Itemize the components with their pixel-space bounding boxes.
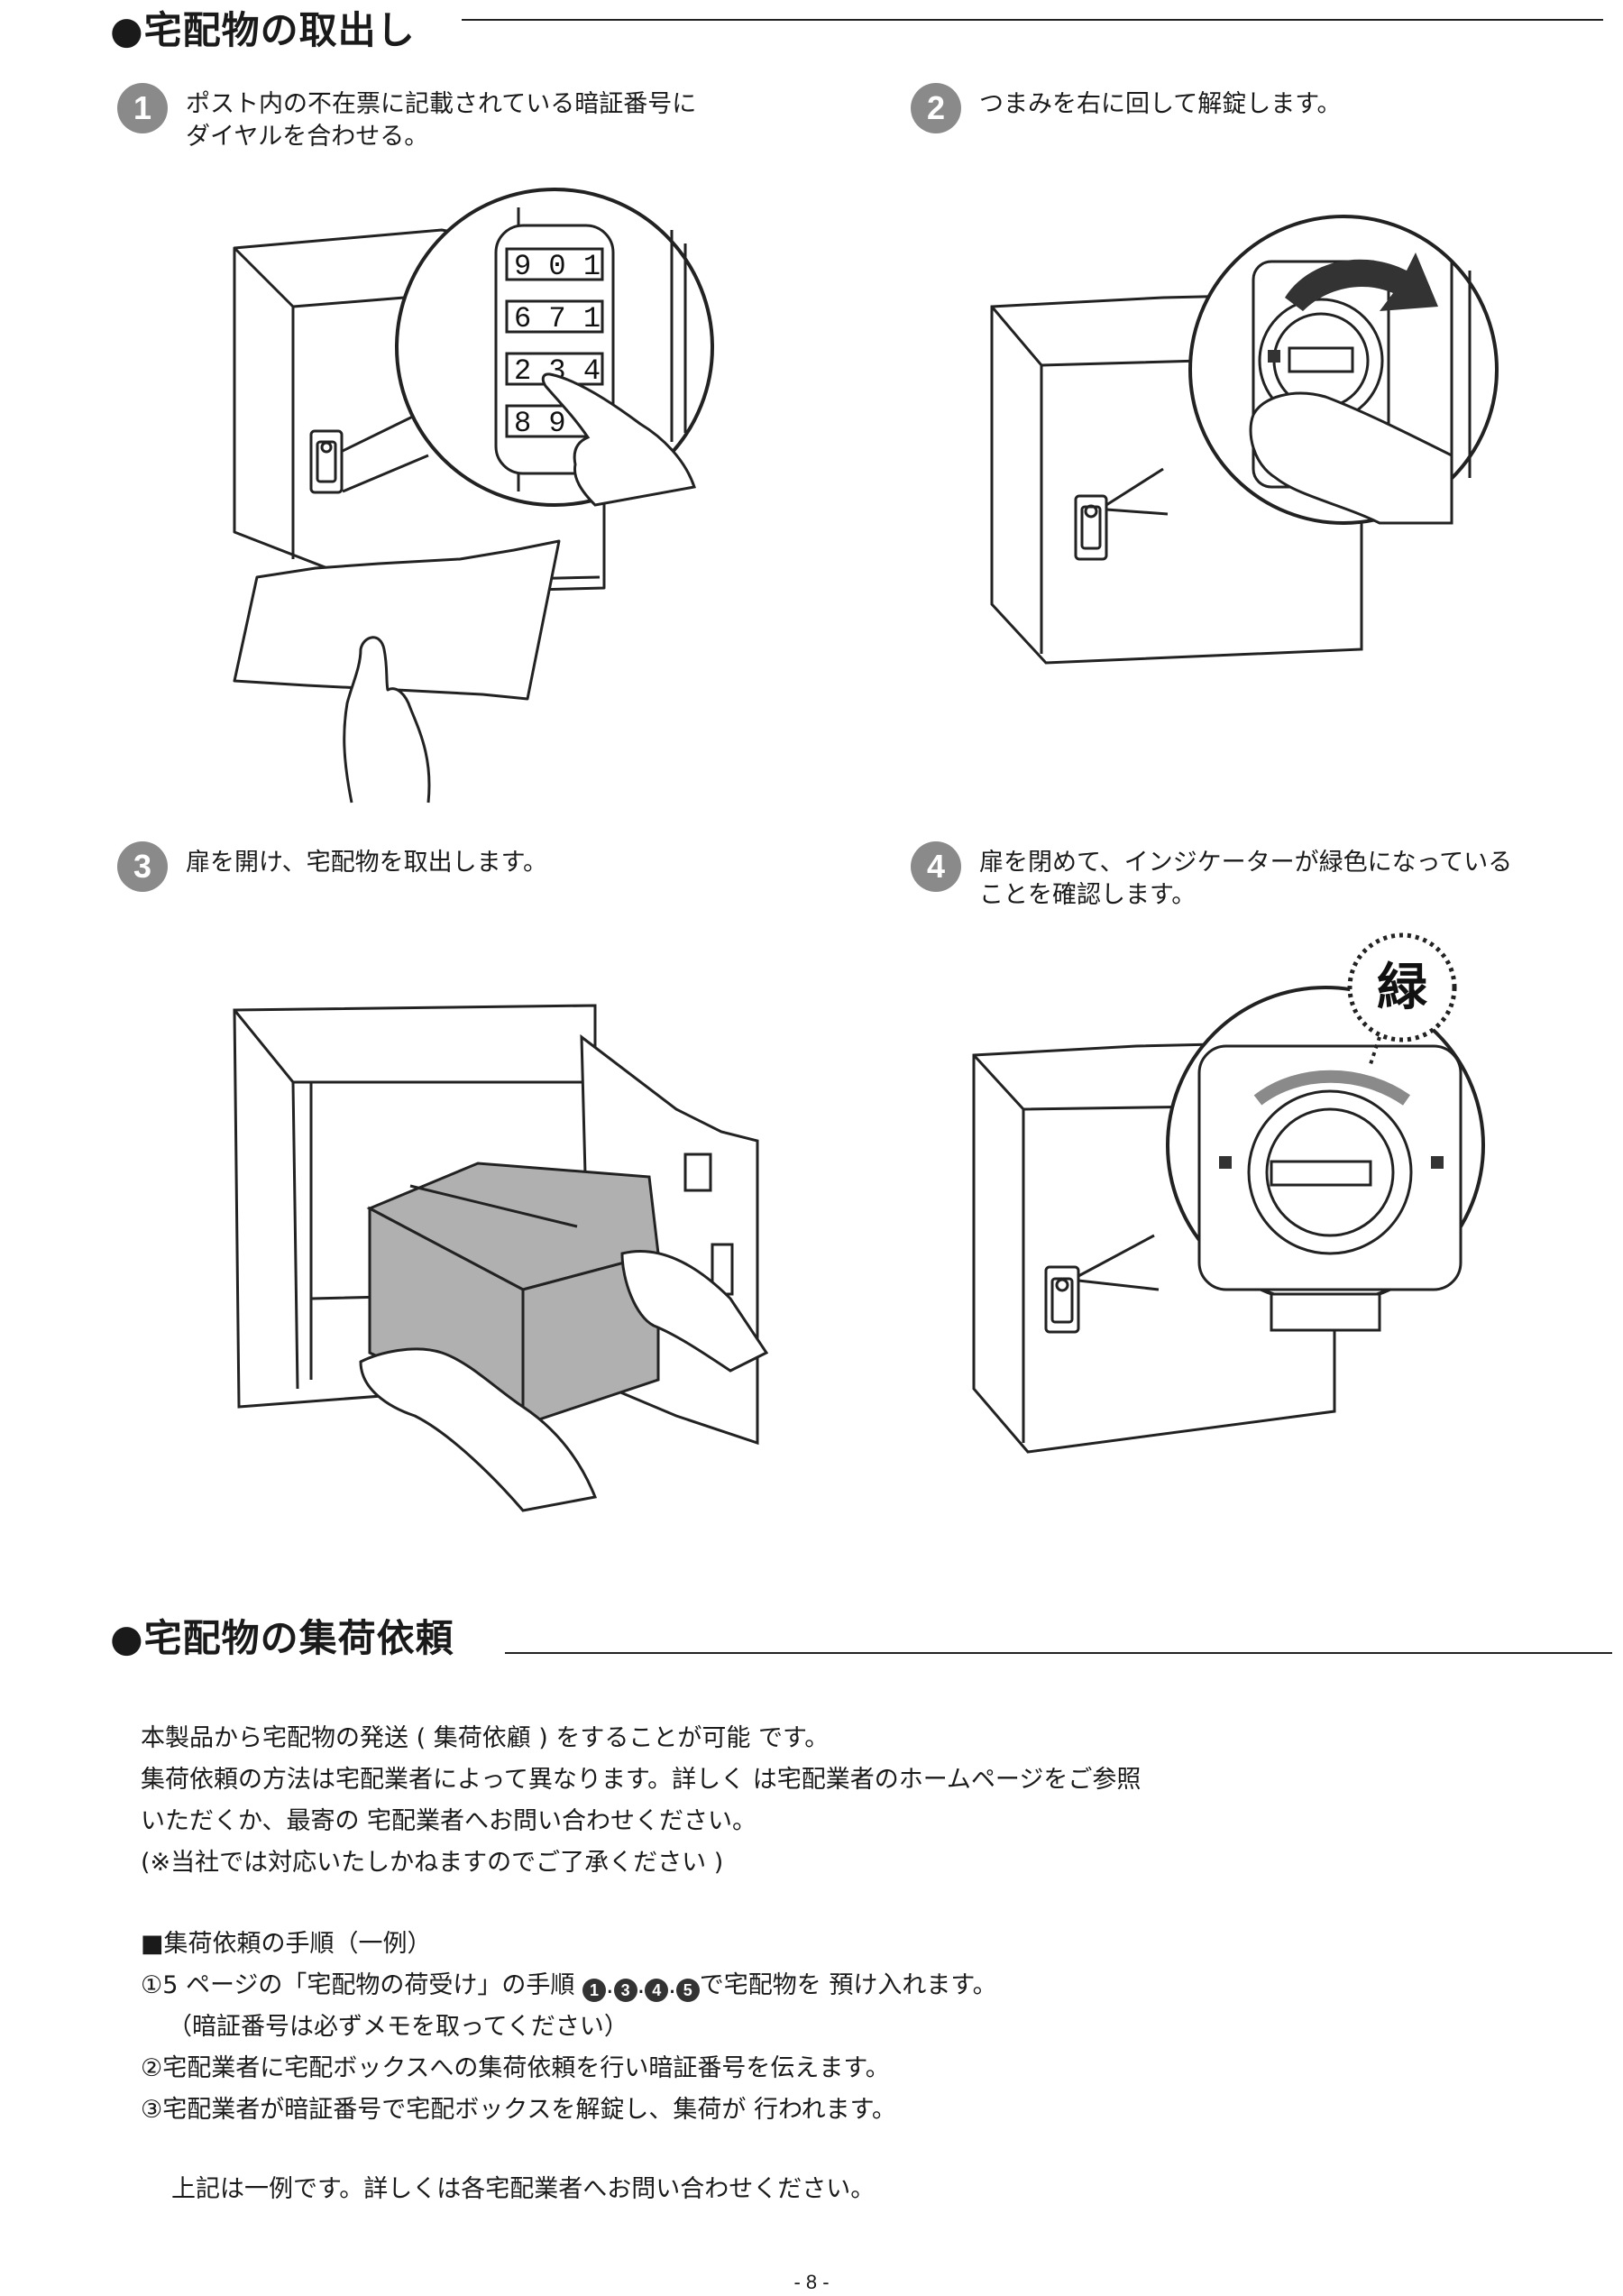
dial-row-4: 8 9 xyxy=(514,407,566,440)
step-line: ポスト内の不在票に記載されている暗証番号に xyxy=(186,90,697,118)
intro-line: 集荷依頼の方法は宅配業者によって異なります。詳しく は宅配業者のホームページをご… xyxy=(141,1766,1142,1794)
dial-row-1: 9 0 1 xyxy=(514,250,601,283)
step-2-caption: 2 つまみを右に回して解錠します。 xyxy=(911,83,1342,133)
step-text: つまみを右に回して解錠します。 xyxy=(979,88,1342,121)
intro-line: いただくか、最寄の 宅配業者へお問い合わせください。 xyxy=(141,1807,757,1835)
step-ref-badge: 1 xyxy=(582,1979,607,2002)
indicator-illustration: 緑 xyxy=(972,932,1485,1454)
step-4-caption: 4 扉を閉めて、インジケーターが緑色になっている ことを確認します。 xyxy=(911,841,1512,912)
step-number-badge: 2 xyxy=(911,83,961,133)
package-removal-illustration xyxy=(233,1004,769,1512)
procedure-item-text: ①5 ページの「宅配物の荷受け」の手順 xyxy=(141,1971,583,1999)
step-number-badge: 1 xyxy=(117,83,168,133)
section-heading-pickup: ●宅配物の取出し xyxy=(110,0,416,55)
dial-lock-illustration: 9 0 1 6 7 1 2 3 4 8 9 xyxy=(233,188,714,804)
procedure-item-3: ③宅配業者が暗証番号で宅配ボックスを解錠し、集荷が 行われます。 xyxy=(141,2096,896,2124)
unlock-icon xyxy=(1431,1156,1444,1169)
step-number-badge: 3 xyxy=(117,841,168,892)
section-title: ●宅配物の取出し xyxy=(110,8,416,52)
step-text: 扉を開け、宅配物を取出します。 xyxy=(186,847,547,879)
step-line: つまみを右に回して解錠します。 xyxy=(979,90,1342,118)
indicator-arc xyxy=(1253,1070,1411,1106)
step-line: ダイヤルを合わせる。 xyxy=(186,123,429,151)
intro-line: (※当社では対応いたしかねますのでご了承ください ) xyxy=(141,1849,724,1877)
page-number: - 8 - xyxy=(793,2271,830,2293)
procedure-heading: ■集荷依頼の手順（一例） xyxy=(141,1930,432,1958)
step-text: ポスト内の不在票に記載されている暗証番号に ダイヤルを合わせる。 xyxy=(186,88,696,153)
step-ref-badge: 5 xyxy=(675,1979,700,2002)
procedure-note: （暗証番号は必ずメモを取ってください） xyxy=(168,2013,628,2041)
procedure-item-text: で宅配物を 預け入れます。 xyxy=(699,1971,997,1999)
dial-row-2: 6 7 1 xyxy=(514,302,601,335)
lock-icon xyxy=(1268,350,1280,363)
step-ref-badge: 4 xyxy=(645,1979,669,2002)
step-text: 扉を閉めて、インジケーターが緑色になっている ことを確認します。 xyxy=(979,847,1512,912)
turn-arrow-icon xyxy=(1285,253,1438,311)
step-line: 扉を開け、宅配物を取出します。 xyxy=(186,849,547,877)
step-ref-badge: 3 xyxy=(613,1979,637,2002)
callout-circle xyxy=(1347,932,1457,1042)
procedure-item-2: ②宅配業者に宅配ボックスへの集荷依頼を行い暗証番号を伝えます。 xyxy=(141,2054,890,2082)
thumb-turn-illustration xyxy=(990,215,1499,665)
step-1-caption: 1 ポスト内の不在票に記載されている暗証番号に ダイヤルを合わせる。 xyxy=(117,83,696,153)
section-title: ●宅配物の集荷依頼 xyxy=(110,1616,454,1660)
step-line: 扉を閉めて、インジケーターが緑色になっている xyxy=(979,849,1513,877)
indicator-color-label: 緑 xyxy=(1377,959,1428,1017)
footer-note: 上記は一例です。詳しくは各宅配業者へお問い合わせください。 xyxy=(171,2175,876,2203)
step-line: ことを確認します。 xyxy=(979,881,1197,909)
section-rule xyxy=(505,1652,1612,1654)
section-rule xyxy=(462,19,1603,21)
step-3-caption: 3 扉を開け、宅配物を取出します。 xyxy=(117,841,547,892)
intro-line: 本製品から宅配物の発送 ( 集荷依顧 ) をすることが可能 です。 xyxy=(141,1724,830,1752)
section-heading-pickup-request: ●宅配物の集荷依頼 xyxy=(110,1608,454,1663)
step-number-badge: 4 xyxy=(911,841,961,892)
lock-icon xyxy=(1219,1156,1232,1169)
